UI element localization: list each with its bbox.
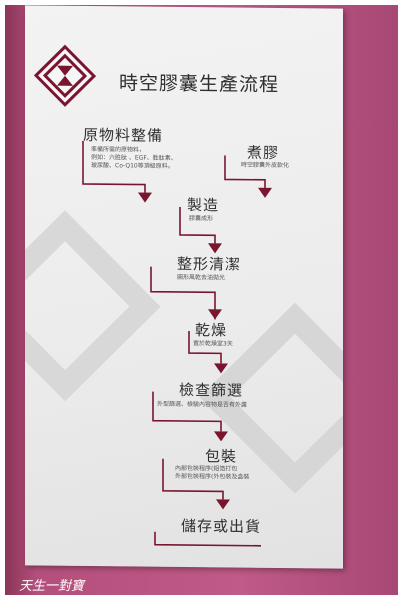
arrow-2 — [258, 187, 272, 198]
connector-4 — [150, 266, 216, 320]
step-note: 外型篩選、檢驗內容物是否有外露 — [157, 400, 248, 409]
step-title: 儲存或出貨 — [181, 516, 262, 536]
connector-8 — [154, 531, 261, 547]
flow-lines — [82, 140, 266, 547]
step-title: 檢查篩選 — [179, 380, 244, 400]
step-title: 乾燥 — [195, 321, 228, 340]
step-title: 製造 — [187, 196, 220, 215]
board-graphics — [25, 140, 343, 547]
step-title: 原物料整備 — [83, 125, 164, 145]
flow-arrows — [138, 187, 272, 510]
step-title: 包裝 — [205, 447, 238, 466]
logo-icon — [33, 44, 97, 107]
step-note: 玻尿酸、Co-Q10等頂級原料。 — [91, 162, 174, 170]
board-title: 時空膠囊生產流程 — [119, 72, 280, 96]
connector-7 — [162, 458, 224, 500]
connector-1 — [82, 140, 146, 193]
background-cross-left — [25, 210, 161, 402]
arrow-3 — [208, 243, 222, 254]
connector-6 — [152, 391, 222, 432]
step-note: 外部包裝程序(外包裝及盒裝 — [175, 472, 250, 481]
step-note: 置於乾燥室3天 — [193, 340, 233, 348]
connector-5 — [188, 331, 222, 364]
arrow-1 — [138, 192, 152, 203]
step-title: 整形清潔 — [177, 254, 242, 274]
photo: 時空膠囊生產流程 原物料整備 準備所需的原物料， 例如：六胜肽 、EGF、胜肽素… — [5, 5, 398, 595]
step-note: 時空膠囊外皮軟化 — [241, 161, 290, 170]
connector-2 — [224, 155, 266, 188]
arrow-6 — [214, 431, 228, 442]
step-note: 圓形風乾去油拋光 — [177, 273, 226, 282]
connector-3 — [179, 206, 216, 244]
arrow-7 — [216, 499, 230, 510]
step-title: 煮膠 — [247, 143, 280, 162]
arrow-4 — [208, 309, 222, 320]
step-note: 膠囊成形 — [189, 215, 214, 223]
arrow-5 — [214, 363, 228, 374]
background-cross-right — [199, 302, 343, 494]
process-board: 時空膠囊生產流程 原物料整備 準備所需的原物料， 例如：六胜肽 、EGF、胜肽素… — [25, 5, 343, 569]
watermark: 天生一對寶 — [19, 579, 85, 594]
